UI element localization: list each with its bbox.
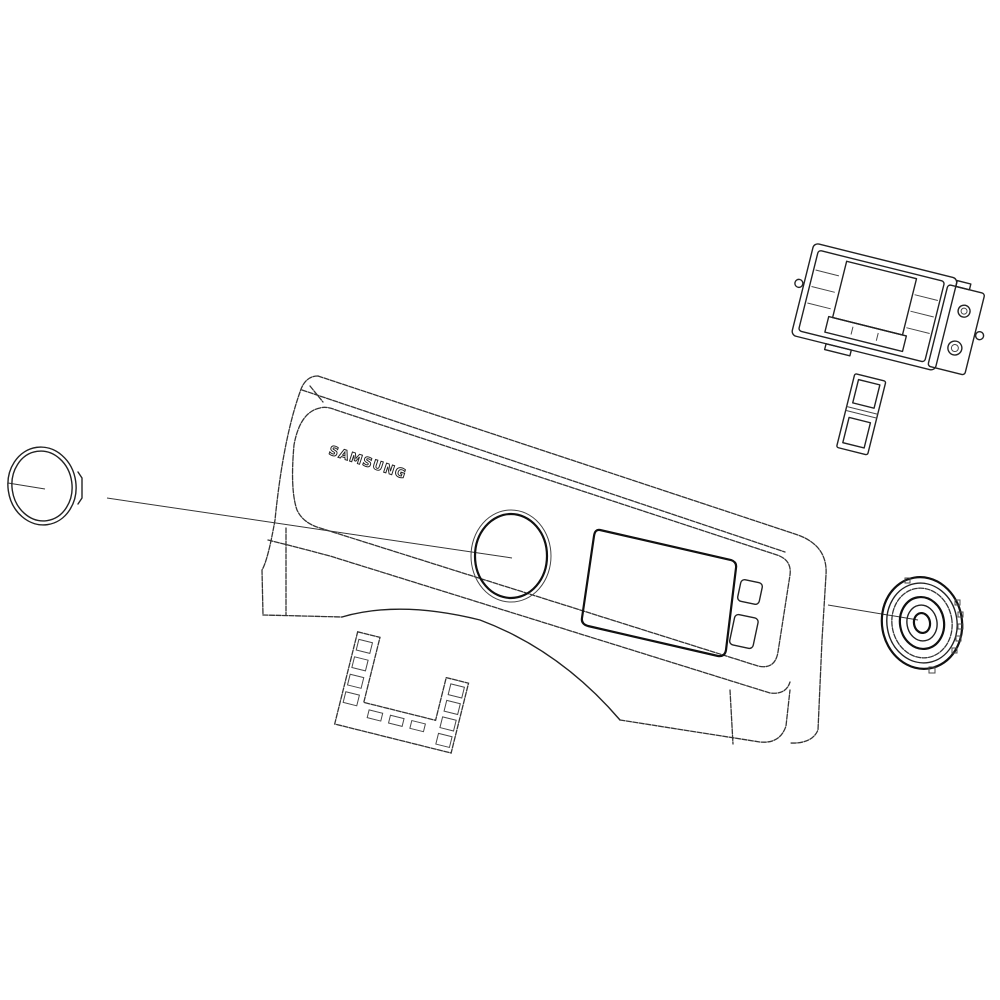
control-panel-fascia: SAMSUNG xyxy=(261,375,827,745)
leader-lines xyxy=(7,482,919,621)
button-membrane xyxy=(333,631,470,754)
knob-trim-ring xyxy=(7,446,83,526)
connector-bracket xyxy=(836,373,887,456)
rotary-encoder-knob xyxy=(880,576,964,674)
display-pcb-assembly xyxy=(791,243,985,376)
brand-logo: SAMSUNG xyxy=(327,444,409,483)
